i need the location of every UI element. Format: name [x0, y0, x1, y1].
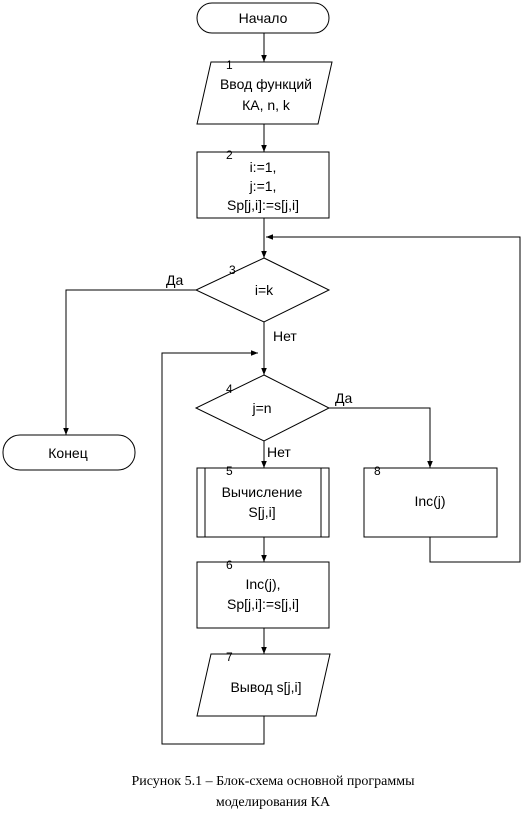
block-1-number: 1 — [226, 58, 233, 72]
block-5-line1: Вычисление — [222, 484, 303, 500]
block-8-process — [363, 467, 498, 538]
connector-8-loop-3 — [266, 234, 521, 563]
block-2-number: 2 — [226, 148, 233, 162]
end-label: Конец — [48, 445, 87, 461]
figure-caption-line2: моделирования КА — [216, 795, 331, 810]
block-3-no-label: Нет — [273, 328, 297, 344]
block-4-number: 4 — [226, 382, 233, 396]
figure-caption-line1: Рисунок 5.1 – Блок-схема основной програ… — [131, 774, 415, 789]
block-2-line2: j:=1, — [249, 178, 277, 194]
block-6-process — [196, 561, 330, 629]
block-6-line2: Sp[j,i]:=s[j,i] — [227, 596, 299, 612]
block-3-number: 3 — [229, 263, 236, 277]
block-3-condition: i=k — [255, 282, 274, 298]
block-7-output — [196, 653, 331, 717]
block-7-number: 7 — [226, 650, 233, 664]
block-6-line1: Inc(j), — [246, 576, 281, 592]
block-7-line1: Вывод s[j,i] — [230, 679, 301, 695]
block-1-input — [196, 61, 333, 125]
block-4-no-label: Нет — [267, 444, 291, 460]
block-2-init — [196, 151, 330, 219]
block-1-line2: КА, n, k — [242, 97, 291, 113]
block-2-line3: Sp[j,i]:=s[j,i] — [227, 197, 299, 213]
block-3-yes-label: Да — [166, 272, 183, 288]
block-4-decision — [194, 374, 331, 442]
end-terminator — [2, 434, 136, 471]
block-4-condition: j=n — [251, 400, 271, 416]
connector-7-loop-4 — [161, 350, 265, 745]
start-label: Начало — [239, 10, 288, 26]
block-6-number: 6 — [226, 558, 233, 572]
start-terminator — [196, 2, 330, 34]
block-5-number: 5 — [226, 464, 233, 478]
block-2-line1: i:=1, — [250, 159, 277, 175]
block-5-predefined-process — [196, 467, 330, 538]
block-1-line1: Ввод функций — [220, 76, 312, 92]
block-8-number: 8 — [374, 464, 381, 478]
block-4-yes-label: Да — [335, 390, 352, 406]
connector-3-yes-end — [63, 289, 196, 435]
block-3-decision — [194, 257, 331, 323]
block-5-line2: S[j,i] — [248, 504, 275, 520]
connector-4-yes-8 — [328, 407, 433, 468]
block-8-line1: Inc(j) — [414, 493, 445, 509]
